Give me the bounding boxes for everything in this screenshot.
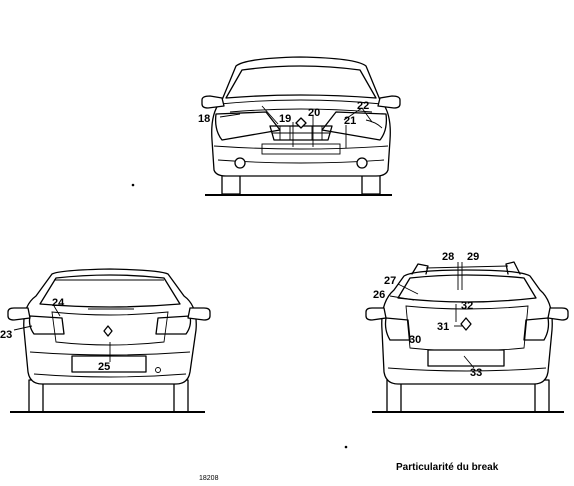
callout-31: 31 [437, 321, 449, 333]
callout-27: 27 [384, 275, 396, 287]
callout-30: 30 [409, 334, 421, 346]
callout-19: 19 [279, 113, 291, 125]
callout-25: 25 [98, 361, 110, 373]
callout-22: 22 [357, 100, 369, 112]
callout-33: 33 [470, 367, 482, 379]
callout-28: 28 [442, 251, 454, 263]
callout-23: 23 [0, 329, 12, 341]
callout-21: 21 [344, 115, 356, 127]
callout-18: 18 [198, 113, 210, 125]
callout-29: 29 [467, 251, 479, 263]
callout-32: 32 [461, 300, 473, 312]
callout-26: 26 [373, 289, 385, 301]
rear-hatch-view: 24 23 25 [0, 268, 211, 413]
figure-reference: 18208 [199, 475, 219, 481]
front-view: 18 19 20 21 22 [198, 56, 401, 196]
figure-caption: Particularité du break [396, 462, 499, 473]
callout-20: 20 [308, 107, 320, 119]
callout-24: 24 [52, 297, 65, 309]
rear-estate-view: 28 29 27 26 32 31 30 33 [365, 251, 569, 413]
